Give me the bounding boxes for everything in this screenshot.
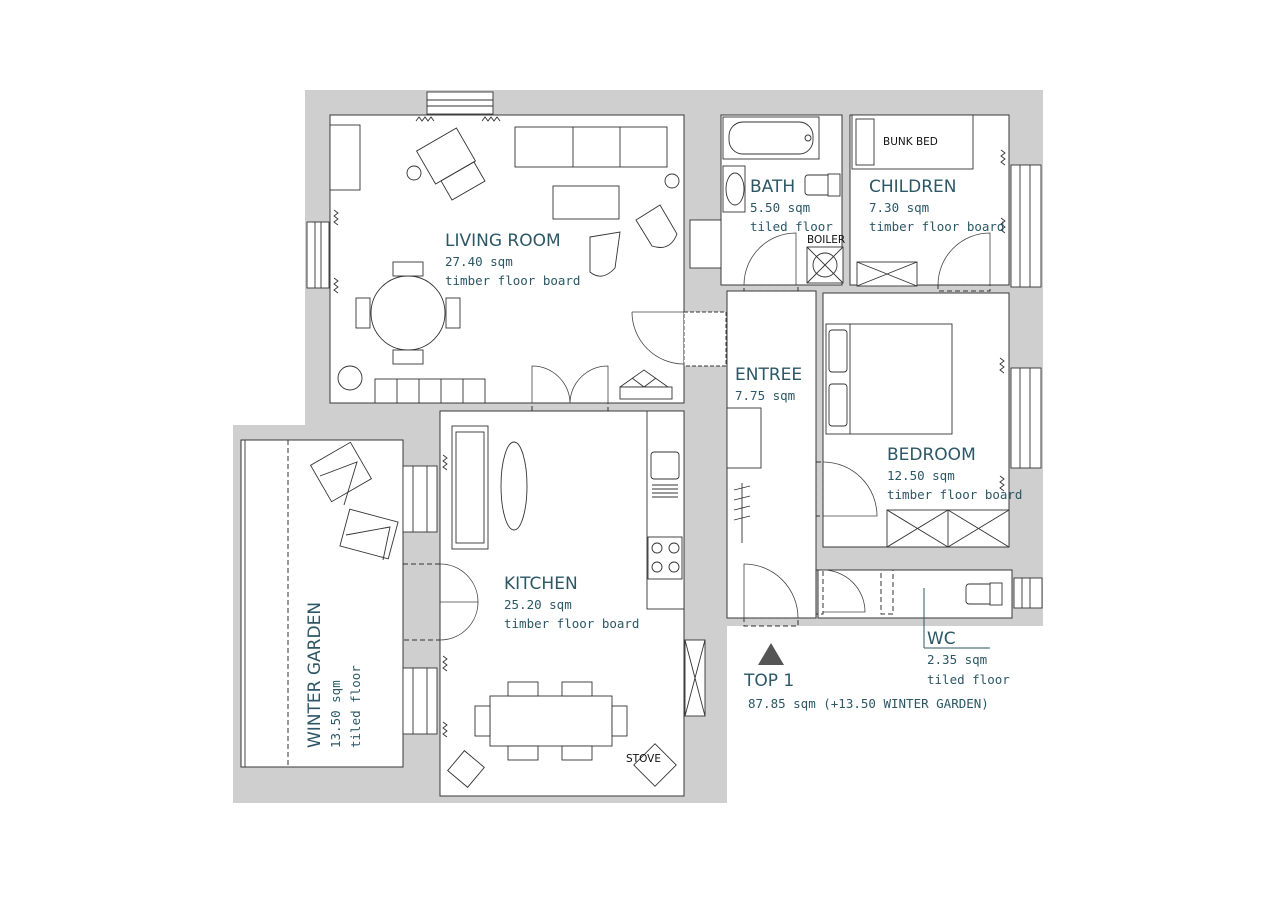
bath-name: BATH <box>750 177 795 197</box>
unit-total-area: 87.85 sqm (+13.50 WINTER GARDEN) <box>748 696 989 711</box>
kitchen-area-text: 25.20 sqm <box>504 597 572 612</box>
window-kitchen-wg-2 <box>402 667 438 735</box>
bedroom-name: BEDROOM <box>887 445 976 465</box>
bath-furniture <box>689 116 844 284</box>
entree-name: ENTREE <box>735 365 802 385</box>
kitchen-floor: timber floor board <box>504 616 639 631</box>
winter-garden-floor: tiled floor <box>348 665 363 748</box>
children-area-text: 7.30 sqm <box>869 200 929 215</box>
window-wc <box>1013 577 1043 609</box>
kitchen-furniture <box>442 410 685 788</box>
children-furniture <box>851 114 1006 287</box>
entree-area-text: 7.75 sqm <box>735 388 795 403</box>
room-labels: LIVING ROOM 27.40 sqm timber floor board… <box>305 136 1022 765</box>
wc-floor: tiled floor <box>927 672 1010 687</box>
winter-garden-area <box>240 439 404 768</box>
window-children <box>1010 164 1042 288</box>
winter-garden-area-text: 13.50 sqm <box>328 680 343 748</box>
living-room-furniture <box>329 116 680 404</box>
bedroom-floor: timber floor board <box>887 487 1022 502</box>
bunk-bed-label: BUNK BED <box>883 136 938 148</box>
bedroom-furniture <box>825 323 1010 548</box>
stove-label: STOVE <box>626 753 661 765</box>
unit-tag: TOP 1 87.85 sqm (+13.50 WINTER GARDEN) <box>743 643 989 711</box>
window-living-left <box>306 221 330 289</box>
window-bedroom <box>1010 367 1042 469</box>
living-room-floor: timber floor board <box>445 273 580 288</box>
winter-garden-name: WINTER GARDEN <box>305 602 325 748</box>
living-room-area-text: 27.40 sqm <box>445 254 513 269</box>
winter-garden-furniture <box>309 441 399 561</box>
windows <box>306 91 1043 735</box>
window-living-top <box>426 91 494 115</box>
doors <box>402 232 991 641</box>
wc-name: WC <box>927 629 956 649</box>
window-kitchen-wg-1 <box>402 465 438 533</box>
wc-area-text: 2.35 sqm <box>927 652 987 667</box>
children-floor: timber floor board <box>869 219 1004 234</box>
children-name: CHILDREN <box>869 177 957 197</box>
entrance-triangle-icon <box>758 643 784 665</box>
unit-name: TOP 1 <box>743 671 794 691</box>
bedroom-area-text: 12.50 sqm <box>887 468 955 483</box>
bath-floor: tiled floor <box>750 219 833 234</box>
living-room-name: LIVING ROOM <box>445 231 561 251</box>
wc-furniture <box>965 582 1003 606</box>
boiler-label: BOILER <box>807 234 845 246</box>
bath-area-text: 5.50 sqm <box>750 200 810 215</box>
kitchen-name: KITCHEN <box>504 574 578 594</box>
